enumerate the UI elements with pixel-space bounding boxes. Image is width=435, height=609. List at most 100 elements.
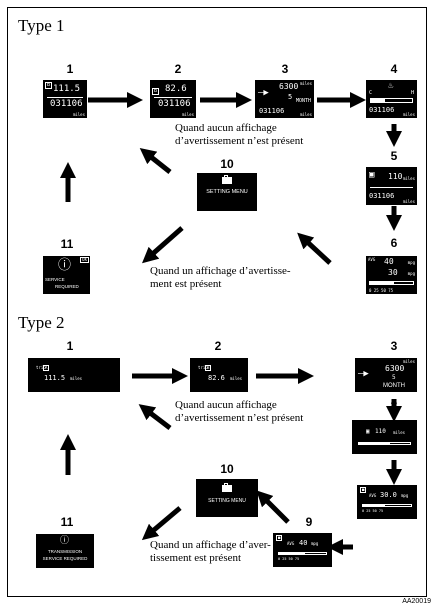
- type2-screen-11: ⓘ TRANSMISSION SERVICE REQUIRED: [36, 534, 94, 568]
- avg-value-top: 40: [384, 257, 394, 266]
- type1-caption-no-warning: Quand aucun affichage d’avertissement n’…: [175, 122, 303, 148]
- trip-value: 82.6: [208, 374, 225, 382]
- fuel-pump-icon: ▣: [366, 428, 370, 435]
- avg-scale: 0 25 50 75: [362, 509, 384, 513]
- trip-value: 111.5: [53, 84, 81, 94]
- odometer-value: 031106: [259, 107, 285, 115]
- type2-step-2-number: 2: [214, 339, 222, 353]
- avg-unit-top: mpg: [407, 260, 415, 265]
- arrow-t2-9-10: [256, 490, 290, 524]
- warning-line-1: TRANSMISSION: [47, 549, 83, 554]
- avg-value: 40: [299, 539, 308, 547]
- trip-unit: miles: [70, 376, 83, 381]
- warning-icon: ⓘ: [58, 258, 72, 273]
- type2-step-9-number: 9: [305, 515, 313, 529]
- avg-unit: mpg: [311, 541, 319, 546]
- trip-value: 111.5: [44, 374, 66, 382]
- arrow-t1-loop: [139, 148, 172, 174]
- diagram-frame: [7, 7, 427, 597]
- avg-label: AVG: [287, 541, 295, 546]
- type1-screen-6: AVG 40 mpg 30 mpg 0 25 50 75: [366, 256, 417, 294]
- odometer-unit: miles: [299, 112, 312, 117]
- ok-badge: OK: [80, 257, 89, 263]
- arrow-t1-6-10: [297, 232, 332, 265]
- caption-line: d’avertissement n’est présent: [175, 412, 304, 424]
- service-months-label: MONTH: [295, 98, 311, 104]
- avg-icon: ■: [360, 487, 367, 493]
- odometer-unit: miles: [72, 112, 85, 117]
- caption-line: Quand un affichage d’aver-: [150, 539, 271, 551]
- service-distance: 6300: [385, 364, 405, 373]
- arrow-t1-10-11: [142, 226, 184, 264]
- caption-line: Quand un affichage d’avertisse-: [150, 265, 291, 277]
- caption-line: ment est présent: [150, 278, 222, 290]
- type1-step-6-number: 6: [390, 236, 398, 250]
- type1-screen-10: SETTING MENU: [197, 173, 257, 211]
- avg-unit-bottom: mpg: [407, 271, 415, 276]
- type2-screen-9: ■ AVG 40 mpg 0 25 50 75: [273, 533, 332, 567]
- figure-reference-code: AA20019: [402, 598, 431, 605]
- type1-screen-2: B 82.6 031106 miles: [150, 80, 196, 118]
- service-months-label: MONTH: [383, 383, 405, 389]
- trip-icon: B: [152, 88, 160, 95]
- fuel-range-unit: miles: [402, 176, 415, 181]
- type1-screen-5: ▣ 110 miles 031106 miles: [366, 167, 417, 205]
- fuel-range-value: 110: [375, 428, 386, 435]
- type2-screen-2: trip B 82.6 miles: [190, 358, 248, 392]
- odometer-unit: miles: [402, 112, 415, 117]
- type1-step-10-number: 10: [220, 157, 234, 171]
- type2-screen-3: —▶ miles 6300 5 MONTH: [355, 358, 417, 392]
- toolbox-icon: [222, 175, 232, 184]
- odometer-value: 031106: [369, 192, 395, 200]
- type1-screen-4: ♨ C H 031106 miles: [366, 80, 417, 118]
- wrench-icon: —▶: [258, 88, 269, 98]
- setting-menu-label: SETTING MENU: [208, 498, 246, 504]
- odometer-unit: miles: [402, 199, 415, 204]
- type2-screen-10: SETTING MENU: [196, 479, 258, 517]
- type2-caption-warning: Quand un affichage d’aver- tissement est…: [150, 539, 271, 565]
- warning-line-1: SERVICE: [45, 277, 65, 282]
- type1-title: Type 1: [18, 16, 65, 35]
- thermometer-icon: ♨: [388, 81, 394, 91]
- trip-icon: B: [205, 365, 212, 371]
- arrow-t2-loop: [138, 404, 172, 430]
- odometer-unit: miles: [181, 112, 194, 117]
- avg-bar: [362, 504, 412, 507]
- type1-step-2-number: 2: [174, 62, 182, 76]
- type1-step-4-number: 4: [390, 62, 398, 76]
- temp-cold-label: C: [369, 90, 373, 96]
- temp-hot-label: H: [410, 90, 414, 96]
- service-months: 5: [392, 374, 396, 381]
- trip-icon: B: [45, 82, 53, 89]
- type2-screen-1: trip A 111.5 miles: [28, 358, 120, 392]
- type1-screen-11: ⓘ OK SERVICE REQUIRED: [43, 256, 90, 294]
- type2-step-11-number: 11: [60, 515, 74, 529]
- temp-gauge: [370, 98, 413, 103]
- odometer-value: 031106: [158, 99, 191, 109]
- type2-step-8-number: 8: [390, 466, 398, 480]
- fuel-range-unit: miles: [393, 430, 406, 435]
- service-distance: 6300: [279, 82, 299, 91]
- avg-scale: 0 25 50 75: [278, 557, 300, 561]
- avg-value-bottom: 30: [388, 268, 398, 277]
- warning-line-2: SERVICE REQUIRED: [42, 556, 88, 561]
- avg-label: AVG: [368, 257, 376, 262]
- caption-line: Quand aucun affichage: [175, 122, 277, 134]
- arrow-t2-10-11: [141, 506, 182, 541]
- type2-step-1-number: 1: [66, 339, 74, 353]
- setting-menu-label: SETTING MENU: [206, 189, 248, 195]
- caption-line: tissement est présent: [150, 552, 242, 564]
- service-months: 5: [288, 93, 293, 101]
- type1-step-1-number: 1: [66, 62, 74, 76]
- avg-bar: [369, 281, 414, 285]
- fuel-gauge: [358, 442, 411, 445]
- avg-label: AVG: [369, 493, 377, 498]
- avg-icon: ■: [276, 535, 283, 541]
- type1-screen-3: —▶ 6300 miles 5 MONTH 031106 miles: [255, 80, 314, 118]
- type1-step-11-number: 11: [60, 237, 74, 251]
- type2-screen-7: ▣ 110 miles: [352, 420, 417, 454]
- avg-scale: 0 25 50 75: [369, 288, 394, 293]
- type2-title: Type 2: [18, 313, 65, 332]
- type2-step-3-number: 3: [390, 339, 398, 353]
